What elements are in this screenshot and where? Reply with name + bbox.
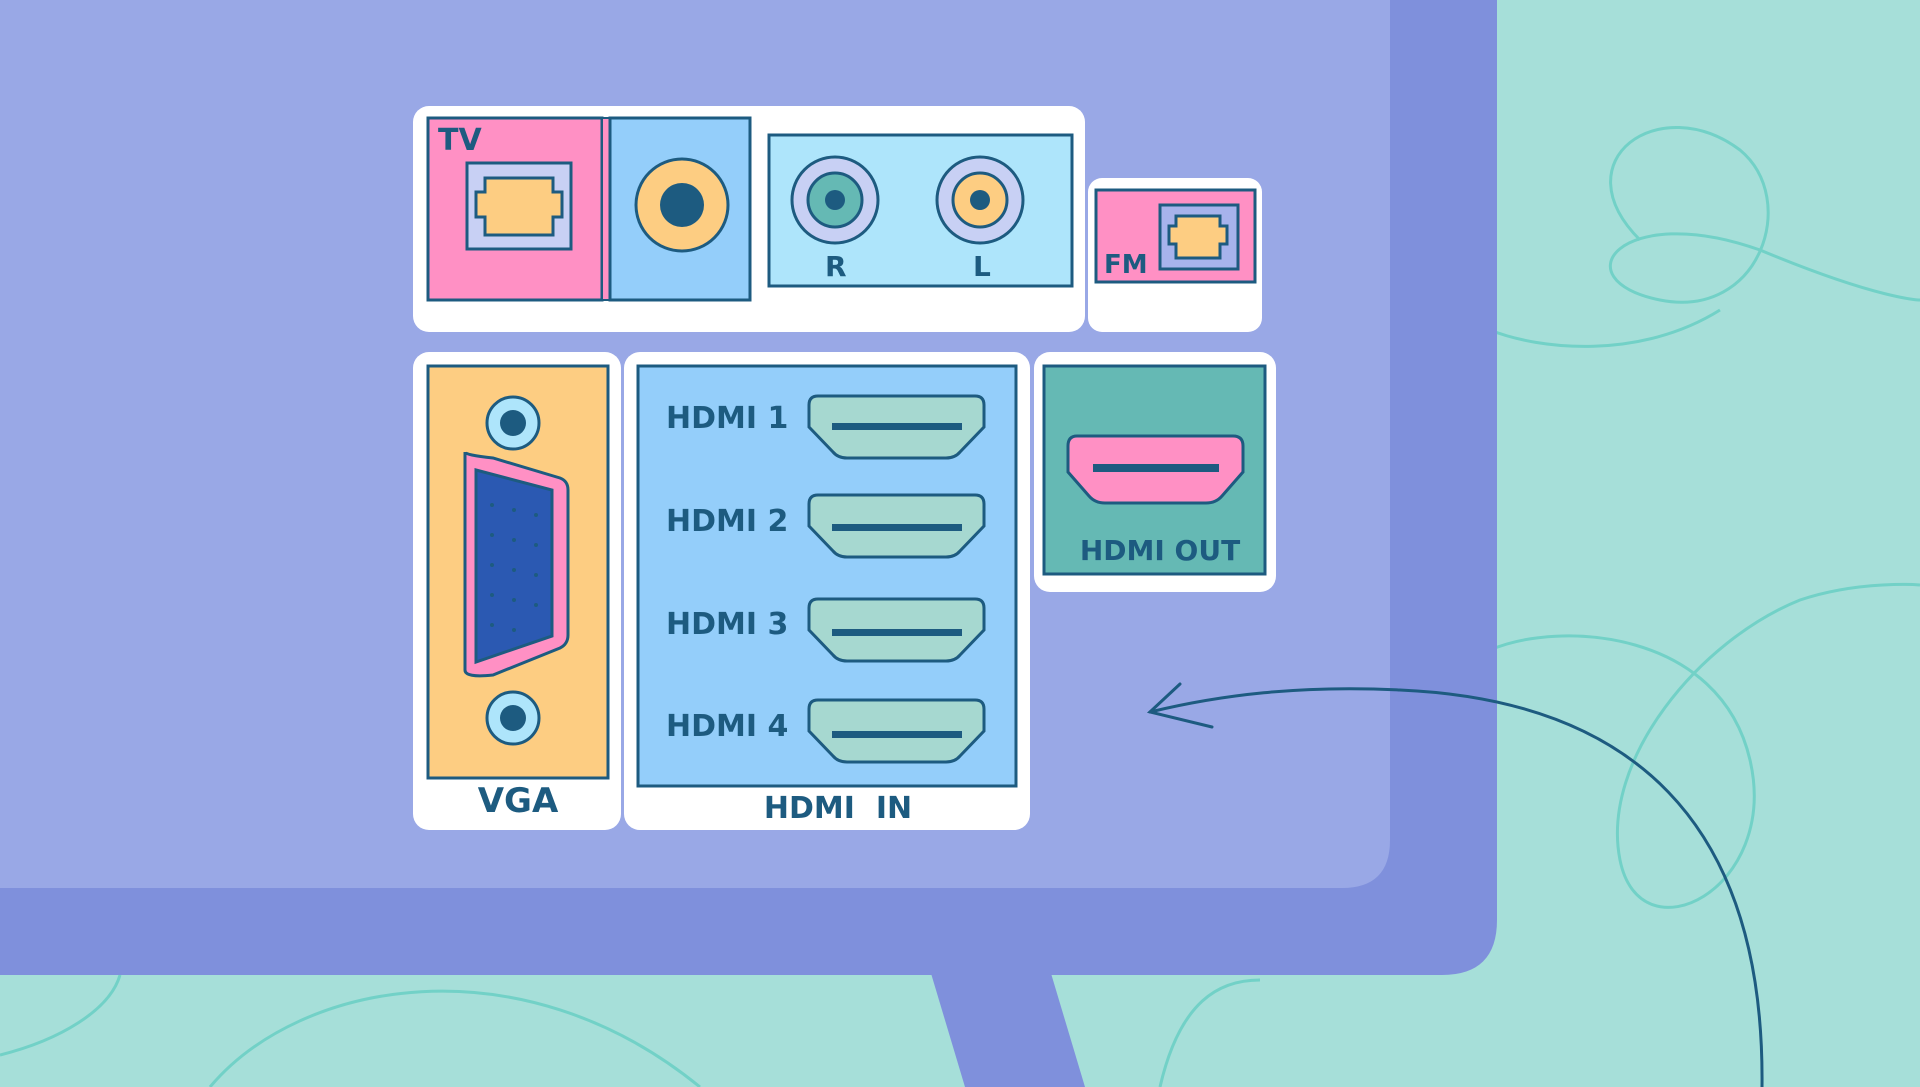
- background-decoration: [0, 125, 1920, 1087]
- audio-l-label: L: [973, 250, 991, 283]
- fm-antenna-port: FM: [1094, 188, 1257, 284]
- hdmi-in-2: HDMI 2: [666, 493, 986, 559]
- av-video-port: [608, 116, 752, 302]
- tv-port-label: TV: [438, 123, 482, 158]
- vga-port: VGA: [426, 364, 610, 821]
- hdmi-in-1: HDMI 1: [666, 394, 986, 460]
- curved-arrow-icon: [1146, 682, 1764, 1087]
- hdmi-in-4: HDMI 4: [666, 698, 986, 764]
- hdmi-in-label: HDMI IN: [764, 791, 912, 826]
- hdmi-4-label: HDMI 4: [666, 709, 788, 744]
- hdmi-in-3: HDMI 3: [666, 597, 986, 663]
- vga-pins: [490, 503, 538, 632]
- hdmi-out-label: HDMI OUT: [1080, 534, 1240, 567]
- tv-stand: [930, 970, 1085, 1087]
- hdmi-in-panel: HDMI 1 HDMI 2 HDMI 3 HDMI 4 HDMI IN: [636, 364, 1018, 826]
- audio-ports: R L: [767, 133, 1074, 288]
- audio-r-label: R: [825, 250, 847, 283]
- vga-label: VGA: [478, 781, 559, 821]
- coaxial-jack-icon: [474, 176, 564, 237]
- audio-r-jack-icon: [790, 155, 880, 245]
- hdmi-2-label: HDMI 2: [666, 504, 788, 539]
- hdmi-1-label: HDMI 1: [666, 401, 788, 436]
- audio-l-jack-icon: [935, 155, 1025, 245]
- tv-antenna-port: TV: [426, 116, 604, 302]
- hdmi-3-label: HDMI 3: [666, 607, 788, 642]
- fm-port-label: FM: [1104, 250, 1148, 280]
- hdmi-out-panel: HDMI OUT: [1042, 364, 1267, 576]
- coaxial-jack-icon: [1167, 214, 1229, 260]
